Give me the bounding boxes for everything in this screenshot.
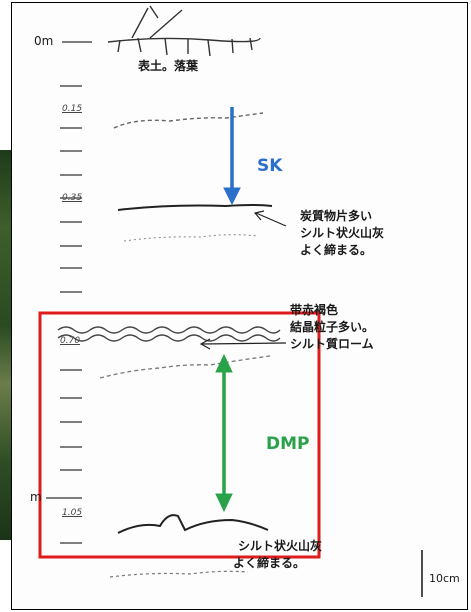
boundary-dotted-2 <box>99 355 271 379</box>
depth-label-0m: 0m <box>34 34 54 48</box>
dmp-lower-note-line: よく締まる。 <box>233 556 306 570</box>
dmp-upper-note-line: シルト質ローム <box>290 337 374 351</box>
layer-label-dmp: DMP <box>266 434 310 454</box>
boundary-035 <box>117 204 273 211</box>
dmp-upper-note: 带赤褐色 結晶粒子多い。 シルト質ローム <box>290 302 374 353</box>
highlight-box <box>38 311 321 559</box>
layer-label-sk: SK <box>257 156 283 176</box>
boundary-105 <box>117 514 269 534</box>
boundary-015 <box>113 112 264 129</box>
topsoil-label: 表土。落葉 <box>138 59 199 73</box>
depth-ticks <box>46 41 92 544</box>
depth-label-1m: m <box>30 490 42 504</box>
boundary-dotted-1 <box>123 234 259 242</box>
sk-arrow <box>223 107 241 206</box>
figure-frame <box>11 2 468 610</box>
depth-label-105: 1.05 <box>62 508 83 518</box>
dmp-upper-note-line: 結晶粒子多い。 <box>290 320 375 334</box>
boundary-dotted-3 <box>109 570 249 578</box>
charcoal-note: 炭質物片多い シルト状火山灰 よく締まる。 <box>300 208 384 259</box>
ground-surface-line <box>107 37 261 43</box>
scale-bar-label: 10cm <box>429 572 460 585</box>
leader-arrows <box>199 210 287 350</box>
photo-edge <box>0 150 12 540</box>
charcoal-note-line: よく締まる。 <box>300 243 373 257</box>
dmp-upper-note-line: 带赤褐色 <box>290 303 339 317</box>
dmp-lower-note-line: シルト状火山灰 <box>238 539 323 553</box>
surface-roots <box>107 5 261 57</box>
charcoal-note-line: 炭質物片多い <box>300 209 373 223</box>
depth-label-035: 0.35 <box>62 193 83 203</box>
wavy-boundary-lower <box>57 334 281 342</box>
wavy-boundary-upper <box>57 326 281 334</box>
charcoal-note-line: シルト状火山灰 <box>300 226 385 240</box>
dmp-lower-note: シルト状火山灰 よく締まる。 <box>233 538 323 572</box>
depth-label-070: 0.70 <box>60 336 81 346</box>
depth-label-015: 0.15 <box>62 104 83 114</box>
dmp-arrow <box>215 353 233 513</box>
